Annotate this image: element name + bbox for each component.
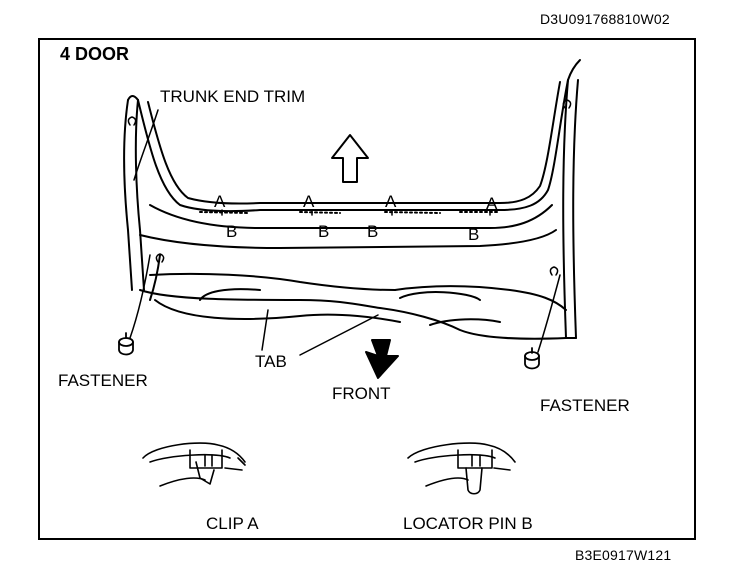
trim-left-side — [123, 95, 161, 301]
clip-a-label: CLIP A — [206, 514, 259, 533]
front-arrow-icon — [365, 339, 399, 379]
trim-upper-panel — [137, 79, 569, 249]
point-a-label: A — [486, 194, 498, 213]
trim-hooks — [127, 99, 572, 276]
fastener-left-label: FASTENER — [58, 371, 148, 390]
leader-lines — [129, 109, 561, 356]
trim-lower-panel — [139, 272, 567, 340]
footer-code: B3E0917W121 — [575, 547, 672, 563]
point-b-label: B — [318, 222, 330, 241]
trim-right-side — [562, 59, 581, 339]
up-arrow-icon — [331, 134, 369, 183]
point-a-label: A — [385, 192, 397, 211]
clip-a-detail — [142, 442, 246, 487]
locator-pin-b-label: LOCATOR PIN B — [403, 514, 533, 533]
fastener-right-icon — [524, 347, 540, 370]
point-b-label: B — [468, 225, 480, 244]
trunk-end-trim-label: TRUNK END TRIM — [160, 87, 306, 106]
point-b-label: B — [367, 222, 379, 241]
header-code: D3U091768810W02 — [540, 11, 670, 27]
point-a-label: A — [303, 192, 315, 211]
point-a-label: A — [214, 192, 226, 211]
front-label: FRONT — [332, 384, 391, 403]
diagram-frame — [38, 38, 696, 540]
fastener-left-icon — [118, 332, 134, 356]
locator-pin-b-detail — [407, 442, 516, 495]
point-b-label: B — [226, 222, 238, 241]
fastener-right-label: FASTENER — [540, 396, 630, 415]
tab-label: TAB — [255, 352, 287, 371]
variant-title: 4 DOOR — [60, 44, 130, 64]
